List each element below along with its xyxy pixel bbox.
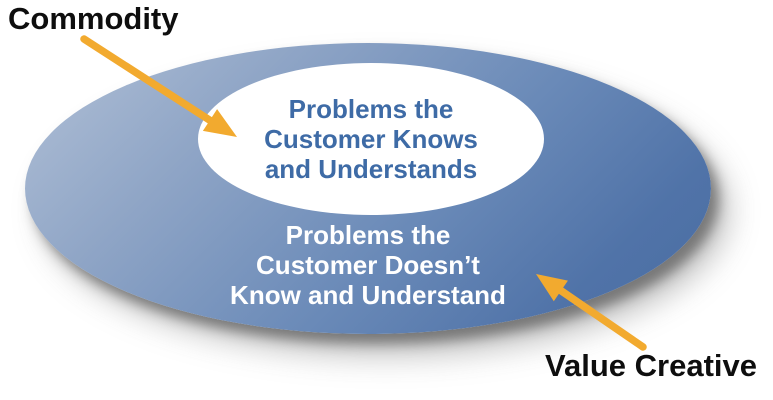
outer-text-line-3: Know and Understand [230,280,506,310]
outer-ellipse-text: Problems the Customer Doesn’t Know and U… [25,220,711,310]
outer-text-line-2: Customer Doesn’t [256,250,480,280]
commodity-label: Commodity [8,1,179,36]
inner-text-line-1: Problems the [288,94,454,124]
inner-ellipse [198,63,544,215]
inner-text-line-2: Customer Knows [264,124,478,154]
inner-text-line-3: and Understands [264,154,478,184]
outer-text-line-1: Problems the [285,220,451,250]
inner-ellipse-text: Problems the Customer Knows and Understa… [198,63,544,215]
value-creative-label: Value Creative [545,348,757,383]
